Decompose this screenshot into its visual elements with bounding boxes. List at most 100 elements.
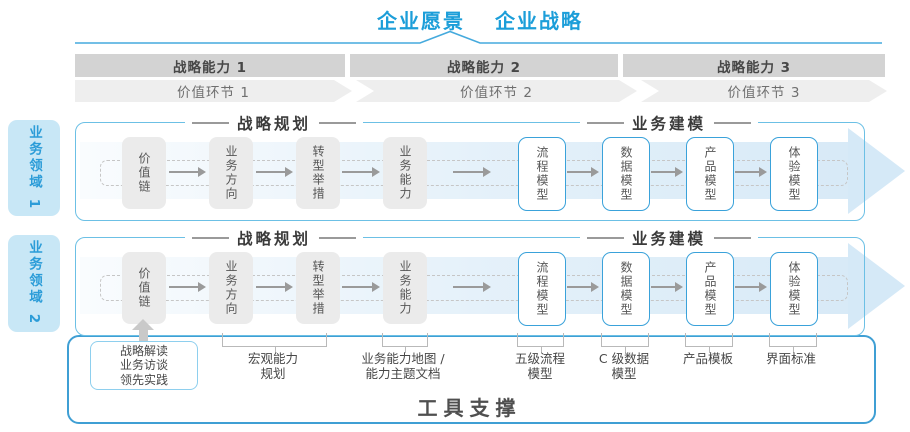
annotation-line: 五级流程 [514, 351, 565, 366]
bracket-connector [517, 333, 564, 353]
box-product-model-label: 产品模型 [703, 146, 717, 202]
strategic-planning-label: 战略规划 [236, 114, 312, 133]
tool-support-container [67, 335, 876, 424]
capability-bar-2: 战略能力 2 [350, 54, 618, 77]
box-product-model: 产品模型 [686, 137, 734, 211]
box-business-direction-label: 业务方向 [224, 260, 238, 316]
header-strategic-planning-2: 战略规划 [184, 228, 364, 248]
box-experience-model-label: 体验模型 [787, 261, 801, 317]
annotation-line: 模型 [611, 366, 637, 381]
tool-support-label: 工具支撑 [417, 396, 522, 420]
box-product-model: 产品模型 [686, 252, 734, 326]
flow-arrow-icon [453, 281, 491, 293]
box-process-model-label: 流程模型 [535, 261, 549, 317]
capability-bar-3-label: 战略能力 3 [716, 59, 792, 76]
box-experience-model: 体验模型 [770, 137, 818, 211]
annotation-line: 能力主题文档 [365, 366, 441, 381]
flow-arrow-icon [342, 166, 380, 178]
header-rule-icon [319, 236, 357, 239]
top-title-row: 企业愿景 企业战略 [50, 5, 910, 34]
annotation-line: C 级数据 [598, 351, 650, 366]
header-rule-icon [319, 121, 357, 124]
header-business-modeling-1: 业务建模 [579, 113, 759, 133]
value-chevron-1-label: 价值环节 1 [177, 85, 250, 101]
header-rule-icon [191, 236, 229, 239]
box-process-model: 流程模型 [518, 137, 566, 211]
capability-bar-1-label: 战略能力 1 [172, 59, 248, 76]
dashed-track [100, 275, 848, 301]
annotation-line: 产品模板 [682, 351, 733, 366]
header-rule-icon [586, 236, 624, 239]
up-arrow-shaft [139, 329, 148, 341]
strategic-planning-label: 战略规划 [236, 229, 312, 248]
box-experience-model-label: 体验模型 [787, 146, 801, 202]
annotation-line: 规划 [260, 366, 286, 381]
domain-tab-2-label: 业务领域 2 [26, 240, 42, 327]
bracket-connector [769, 333, 817, 353]
box-data-model: 数据模型 [602, 137, 650, 211]
box-value-chain: 价值链 [122, 252, 166, 324]
value-chevron-3-label: 价值环节 3 [727, 85, 801, 101]
box-business-capability: 业务能力 [383, 137, 427, 209]
header-rule-icon [586, 121, 624, 124]
annotation-capability-map-docs: 业务能力地图 / 能力主题文档 [333, 351, 473, 381]
value-chevron-2: 价值环节 2 [356, 80, 637, 102]
flow-arrow-icon [567, 166, 599, 178]
box-transformation-initiatives: 转型举措 [296, 137, 340, 209]
header-rule-icon [714, 236, 752, 239]
flow-arrow-icon [735, 281, 767, 293]
flow-arrow-icon [169, 281, 206, 293]
box-value-chain-label: 价值链 [137, 267, 151, 309]
domain-tab-1-label: 业务领域 1 [26, 124, 42, 212]
annotation-line: 业务能力地图 / [361, 351, 445, 366]
flow-arrow-icon [567, 281, 599, 293]
annotation-macro-capability-planning: 宏观能力 规划 [203, 351, 343, 381]
flow-arrow-icon [256, 166, 293, 178]
flow-arrow-icon [651, 166, 683, 178]
box-business-direction: 业务方向 [209, 137, 253, 209]
flow-arrow-icon [342, 281, 380, 293]
header-business-modeling-2: 业务建模 [579, 228, 759, 248]
flow-arrow-icon [651, 281, 683, 293]
bracket-connector [685, 333, 733, 353]
practice-line-business-interview: 业务访谈 [119, 358, 168, 373]
value-chevron-1: 价值环节 1 [75, 80, 352, 102]
domain-tab-1: 业务领域 1 [8, 120, 60, 216]
flow-arrow-icon [735, 166, 767, 178]
business-modeling-label: 业务建模 [631, 229, 707, 248]
annotation-level5-process-model: 五级流程 模型 [470, 351, 610, 381]
value-chevron-3: 价值环节 3 [641, 80, 887, 102]
box-value-chain: 价值链 [122, 137, 166, 209]
box-business-capability-label: 业务能力 [398, 260, 412, 316]
domain-tab-2: 业务领域 2 [8, 235, 60, 332]
flow-arrow-icon [256, 281, 293, 293]
box-business-direction-label: 业务方向 [224, 145, 238, 201]
flow-arrow-icon [169, 166, 206, 178]
practice-line-leading-practice: 领先实践 [119, 372, 168, 387]
box-business-capability: 业务能力 [383, 252, 427, 324]
box-transformation-initiatives-label: 转型举措 [311, 260, 325, 316]
box-data-model-label: 数据模型 [619, 146, 633, 202]
header-rule-icon [714, 121, 752, 124]
capability-bar-3: 战略能力 3 [623, 54, 885, 77]
box-process-model-label: 流程模型 [535, 146, 549, 202]
practice-line-strategy-interpretation: 战略解读 [119, 343, 168, 358]
capability-bar-1: 战略能力 1 [75, 54, 345, 77]
annotation-product-template: 产品模板 [638, 351, 778, 366]
annotation-line: 模型 [527, 366, 553, 381]
bracket-connector [222, 333, 327, 353]
capability-bar-2-label: 战略能力 2 [446, 59, 522, 76]
business-modeling-label: 业务建模 [631, 114, 707, 133]
annotation-ui-standard: 界面标准 [721, 351, 861, 366]
box-experience-model: 体验模型 [770, 252, 818, 326]
bracket-connector [601, 333, 649, 353]
strategy-title: 企业战略 [495, 9, 583, 33]
flow-arrow-icon [453, 166, 491, 178]
bracket-connector [382, 333, 428, 353]
panel-business-domain-2: 战略规划 业务建模 价值链 业务方向 转型举措 业务能力 流程模型 数据模型 产… [75, 228, 865, 336]
practice-input-box: 战略解读 业务访谈 领先实践 [90, 341, 198, 390]
box-process-model: 流程模型 [518, 252, 566, 326]
value-chevron-2-label: 价值环节 2 [460, 85, 533, 101]
header-rule-icon [191, 121, 229, 124]
